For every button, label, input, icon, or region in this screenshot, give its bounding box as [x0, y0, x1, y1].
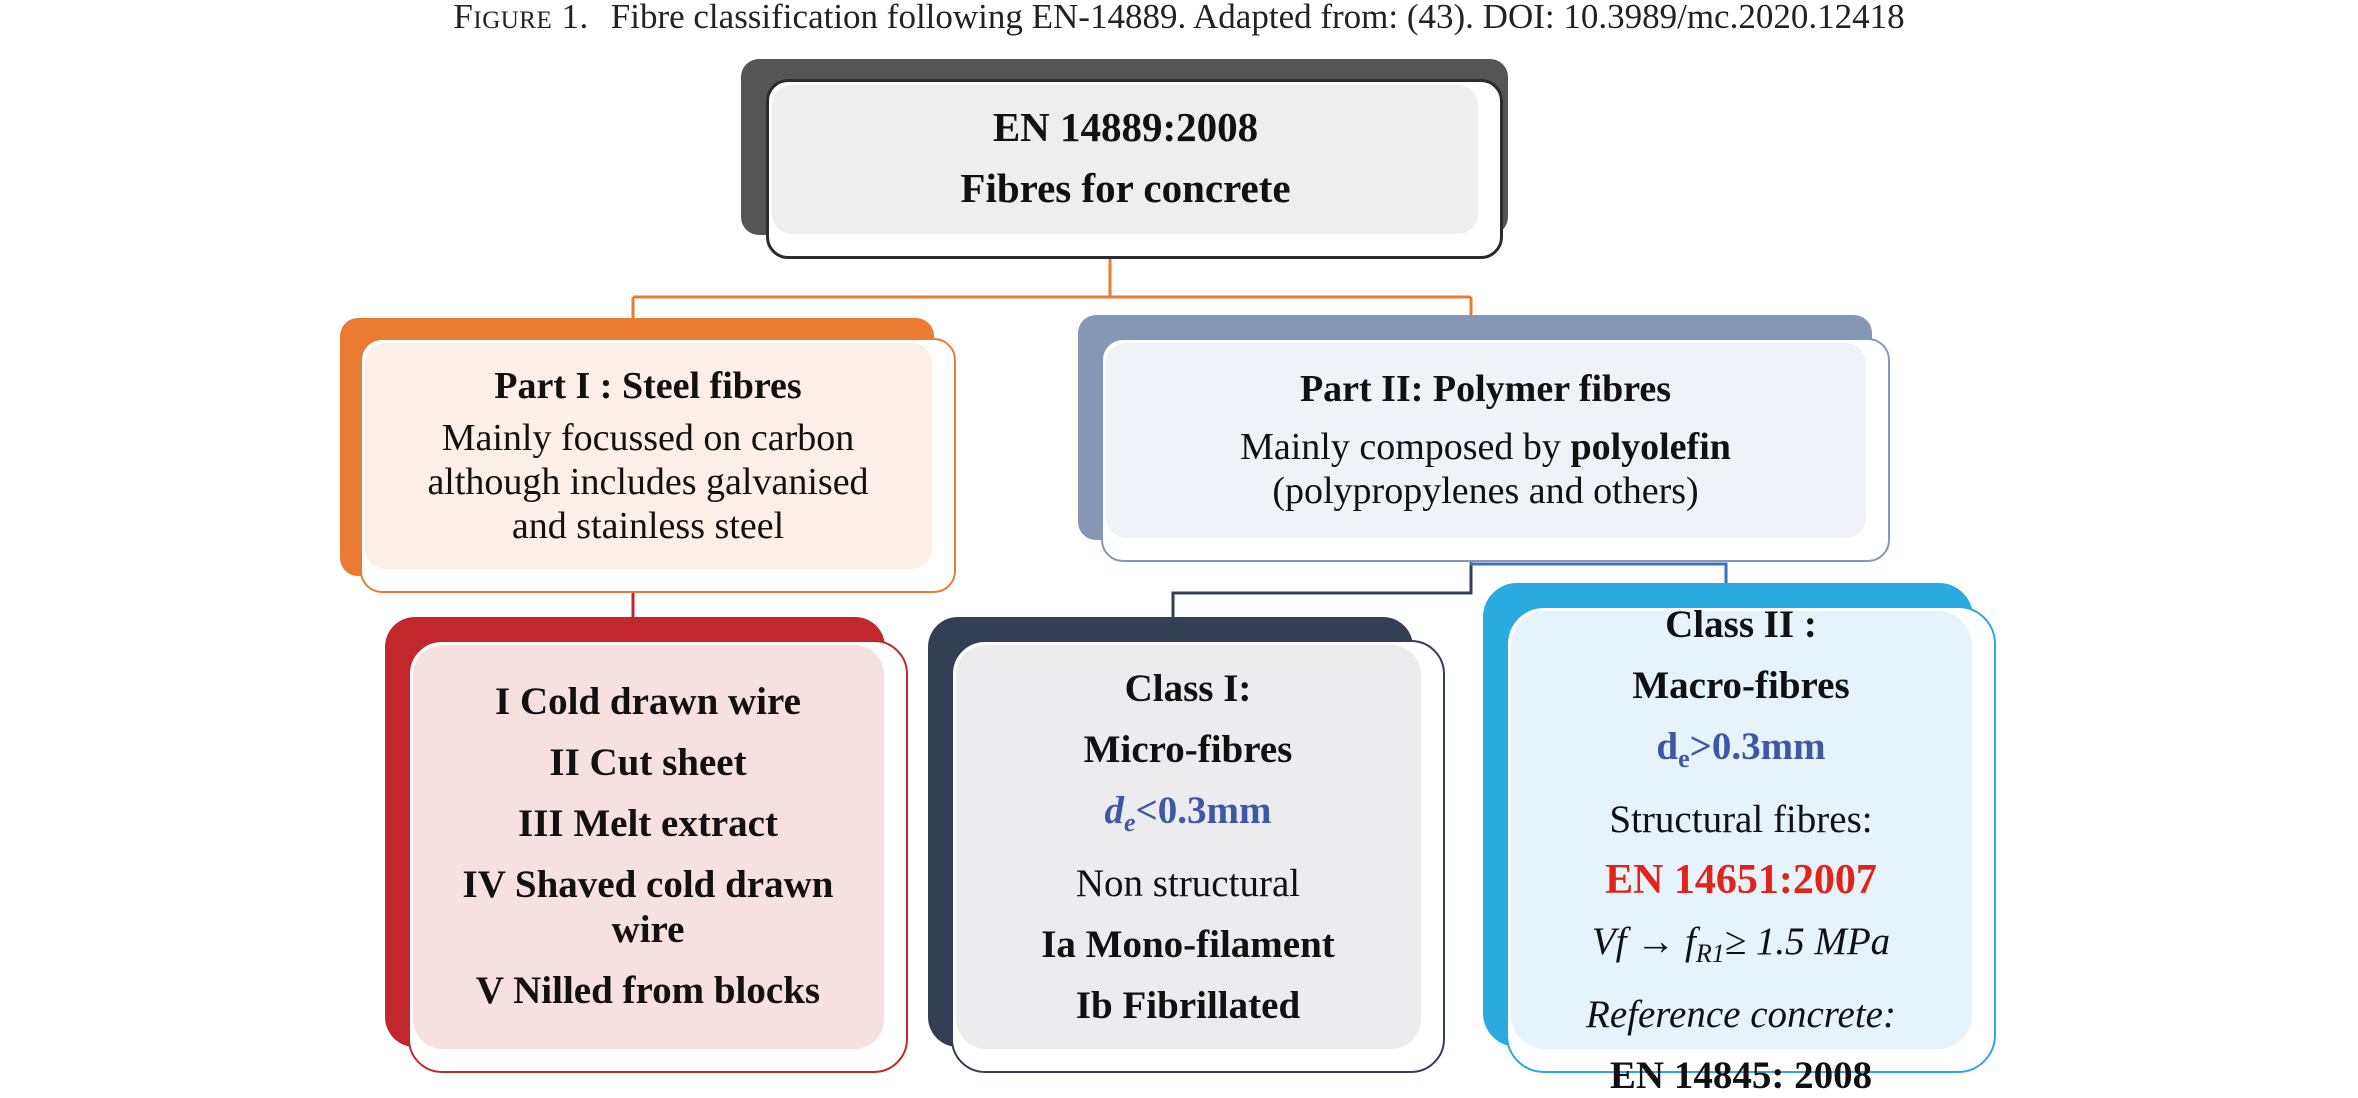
steel-type-item: IV Shaved cold drawn: [462, 862, 834, 906]
class2-diameter-value: >0.3mm: [1689, 725, 1826, 768]
steel-types-content: I Cold drawn wire II Cut sheet III Melt …: [410, 642, 906, 1071]
class2-use: Structural fibres:: [1609, 798, 1873, 841]
class2-reference-label: Reference concrete:: [1586, 993, 1896, 1036]
class2-criterion-sub: R1: [1695, 939, 1725, 968]
class1-content: Class I: Micro-fibres de<0.3mm Non struc…: [953, 642, 1443, 1071]
class2-criterion: Vf → fR1≥ 1.5 MPa: [1592, 919, 1890, 976]
root-standard: EN 14889:2008: [992, 104, 1259, 150]
class2-reference-standard: EN 14845: 2008: [1609, 1054, 1873, 1097]
class1-box: Class I: Micro-fibres de<0.3mm Non struc…: [951, 640, 1445, 1073]
part1-title: Part I : Steel fibres: [494, 364, 802, 407]
class2-criterion-post: ≥ 1.5 MPa: [1724, 920, 1891, 963]
class1-title: Class I:: [1124, 666, 1252, 710]
part2-box-content: Part II: Polymer fibres Mainly composed …: [1103, 340, 1888, 560]
class1-diameter: de<0.3mm: [1105, 788, 1272, 845]
part2-desc-prefix: Mainly composed by: [1240, 426, 1571, 468]
class1-type-item: Ia Mono-filament: [1041, 922, 1335, 966]
part1-box-content: Part I : Steel fibres Mainly focussed on…: [362, 340, 954, 591]
steel-type-item: I Cold drawn wire: [495, 679, 801, 723]
class2-diameter: de>0.3mm: [1656, 724, 1825, 781]
class2-subtitle: Macro-fibres: [1632, 664, 1850, 707]
figure-label: Figure 1.: [453, 0, 589, 36]
class2-box: Class II : Macro-fibres de>0.3mm Structu…: [1506, 603, 1996, 1097]
part2-desc-bold: polyolefin: [1570, 426, 1731, 468]
part2-to-class2-connector: [1469, 562, 1728, 583]
part1-box: Part I : Steel fibres Mainly focussed on…: [360, 338, 956, 593]
part1-desc-line: and stainless steel: [511, 504, 785, 547]
class2-standard: EN 14651:2007: [1605, 857, 1877, 903]
steel-type-item: II Cut sheet: [549, 740, 747, 784]
root-box-content: EN 14889:2008 Fibres for concrete: [769, 82, 1500, 256]
part1-desc-line: Mainly focussed on carbon: [441, 416, 855, 459]
class1-use: Non structural: [1075, 861, 1301, 905]
root-title: Fibres for concrete: [960, 165, 1291, 211]
class2-title: Class II :: [1665, 603, 1817, 646]
root-to-parts-connector: [631, 259, 1473, 318]
class1-subtitle: Micro-fibres: [1083, 727, 1293, 771]
part2-title: Part II: Polymer fibres: [1299, 368, 1672, 410]
steel-types-box-fill: [413, 645, 884, 1049]
caption-text: Fibre classification following EN-14889.…: [610, 0, 1905, 36]
root-box-fill: [772, 85, 1478, 234]
class2-diameter-sub: e: [1678, 744, 1690, 773]
part2-desc-line2: (polypropylenes and others): [1272, 470, 1699, 512]
class1-box-fill: [956, 645, 1421, 1049]
class2-content: Class II : Macro-fibres de>0.3mm Structu…: [1508, 603, 1994, 1097]
part2-to-class1-connector: [1171, 562, 1473, 617]
part2-desc-line1: Mainly composed by polyolefin: [1240, 425, 1731, 469]
class1-diameter-sub: e: [1124, 807, 1136, 837]
figure-caption: Figure 1. Fibre classification following …: [0, 0, 2358, 34]
class2-criterion-pre: Vf → f: [1591, 920, 1696, 963]
class1-diameter-value: <0.3mm: [1135, 788, 1272, 832]
part1-desc-line: although includes galvanised: [427, 460, 869, 503]
connector-lines: [631, 259, 1728, 617]
steel-types-box: I Cold drawn wire II Cut sheet III Melt …: [408, 640, 908, 1073]
class1-type-item: Ib Fibrillated: [1075, 983, 1301, 1027]
steel-type-item: V Nilled from blocks: [475, 968, 821, 1012]
class2-box-fill: [1511, 611, 1972, 1049]
part1-box-fill: [365, 343, 932, 569]
class2-diameter-symbol: d: [1656, 725, 1679, 768]
part2-box: Part II: Polymer fibres Mainly composed …: [1101, 338, 1890, 562]
steel-type-item-continuation: wire: [611, 907, 685, 951]
class1-diameter-symbol: d: [1104, 788, 1125, 832]
part2-box-fill: [1106, 343, 1866, 538]
steel-type-item: III Melt extract: [518, 801, 778, 845]
root-box: EN 14889:2008 Fibres for concrete: [766, 79, 1503, 259]
